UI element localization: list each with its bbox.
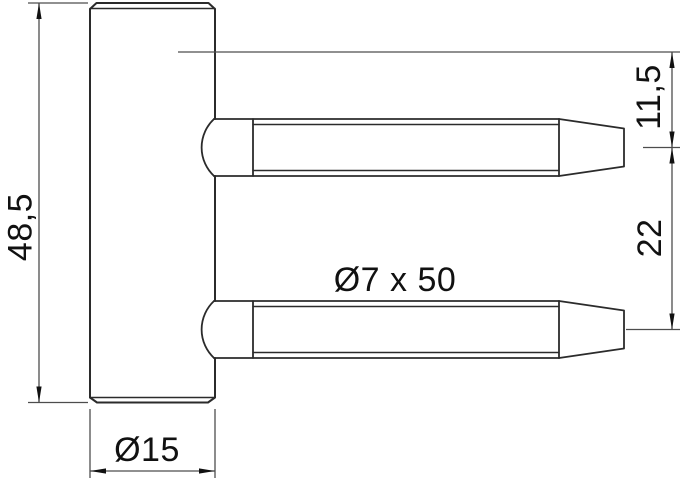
overall-height-label: 48,5 <box>2 193 40 261</box>
bottom-pin-tip-taper <box>558 300 625 359</box>
pin-spacing-label: 22 <box>631 219 669 258</box>
arrow-spacing-up <box>669 147 675 164</box>
arrow-offset-down <box>669 131 675 148</box>
arrow-diameter-left <box>90 468 106 474</box>
pin-top-offset-label: 11,5 <box>630 64 668 130</box>
dimension-lines <box>28 2 680 478</box>
bottom-pin <box>200 300 625 359</box>
arrow-spacing-down <box>669 313 675 330</box>
dimension-labels: 48,5 Ø15 Ø7 x 50 11,5 22 <box>2 64 670 469</box>
arrow-height-down <box>36 386 42 403</box>
arrow-diameter-right <box>199 468 215 474</box>
body-diameter-label: Ø15 <box>114 431 180 469</box>
pin-spec-label: Ø7 x 50 <box>334 261 457 299</box>
top-pin <box>200 118 625 177</box>
arrow-offset-up <box>669 52 675 68</box>
body-outline-right-bottom <box>89 357 216 404</box>
top-pin-tip-taper <box>558 118 625 177</box>
part-body <box>89 2 216 404</box>
bottom-pin-cap-arc <box>200 300 215 359</box>
arrow-height-up <box>36 3 42 19</box>
top-pin-cap-arc <box>200 118 215 177</box>
dimension-arrows <box>36 3 675 474</box>
body-outline-left-top <box>89 2 216 399</box>
